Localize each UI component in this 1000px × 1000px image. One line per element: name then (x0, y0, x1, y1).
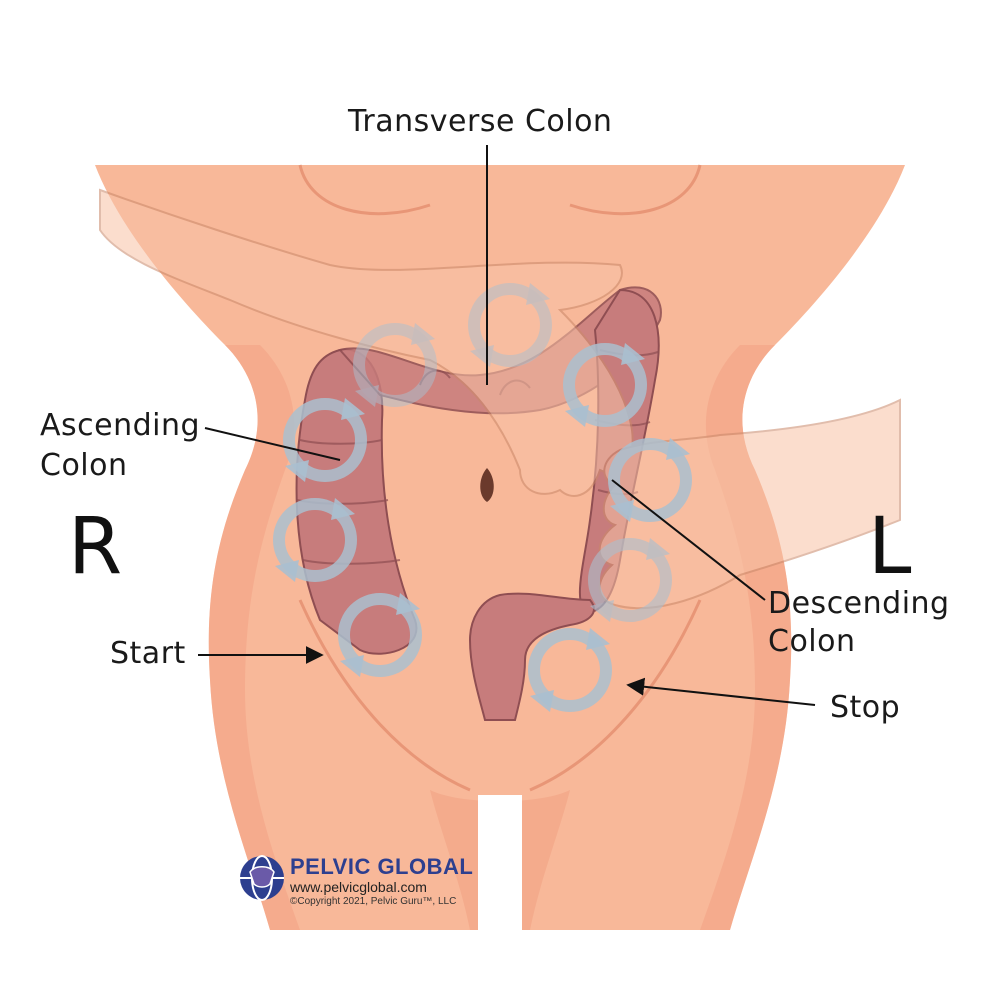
label-ascending-line1: Ascending (40, 408, 201, 443)
logo-copyright: ©Copyright 2021, Pelvic Guru™, LLC (290, 895, 457, 907)
label-descending-line2: Colon (768, 624, 856, 659)
stop-arrow (626, 677, 816, 706)
label-start: Start (110, 636, 186, 671)
logo-url: www.pelvicglobal.com (290, 879, 427, 895)
label-stop: Stop (830, 690, 901, 725)
leader-lines (198, 145, 816, 706)
logo-globe-icon (240, 855, 284, 901)
label-ascending-line2: Colon (40, 448, 128, 483)
label-right-side: R (68, 502, 123, 592)
ascending-leader-line (204, 427, 341, 461)
pelvic-global-logo: PELVIC GLOBAL www.pelvicglobal.com ©Copy… (290, 856, 473, 908)
descending-leader-line (611, 479, 766, 601)
label-descending-line1: Descending (768, 586, 950, 621)
logo-brand-name: PELVIC GLOBAL (290, 854, 474, 879)
label-transverse-colon: Transverse Colon (348, 104, 613, 139)
label-left-side: L (868, 502, 912, 592)
